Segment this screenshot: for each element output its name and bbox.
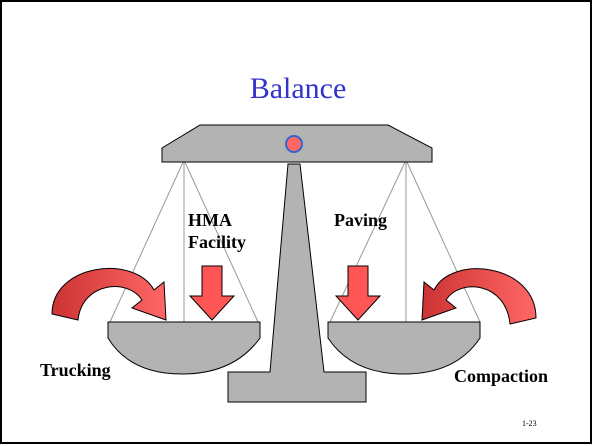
right-pan [327,321,481,375]
label-hma: HMA [188,210,232,230]
left-strings [109,159,259,323]
label-paving: Paving [334,210,387,230]
trucking-curved-arrow [51,268,167,321]
paving-down-arrow [334,265,382,321]
pivot-icon [285,135,303,153]
scale-post-base [227,163,367,403]
label-trucking: Trucking [40,360,111,380]
right-strings [329,159,481,323]
compaction-curved-arrow [421,268,537,325]
left-pan [107,321,261,375]
label-facility: Facility [188,232,246,252]
label-compaction: Compaction [454,366,548,386]
hma-facility-down-arrow [188,265,236,321]
slide-title: Balance [250,72,347,105]
page-number: 1-23 [522,419,537,428]
